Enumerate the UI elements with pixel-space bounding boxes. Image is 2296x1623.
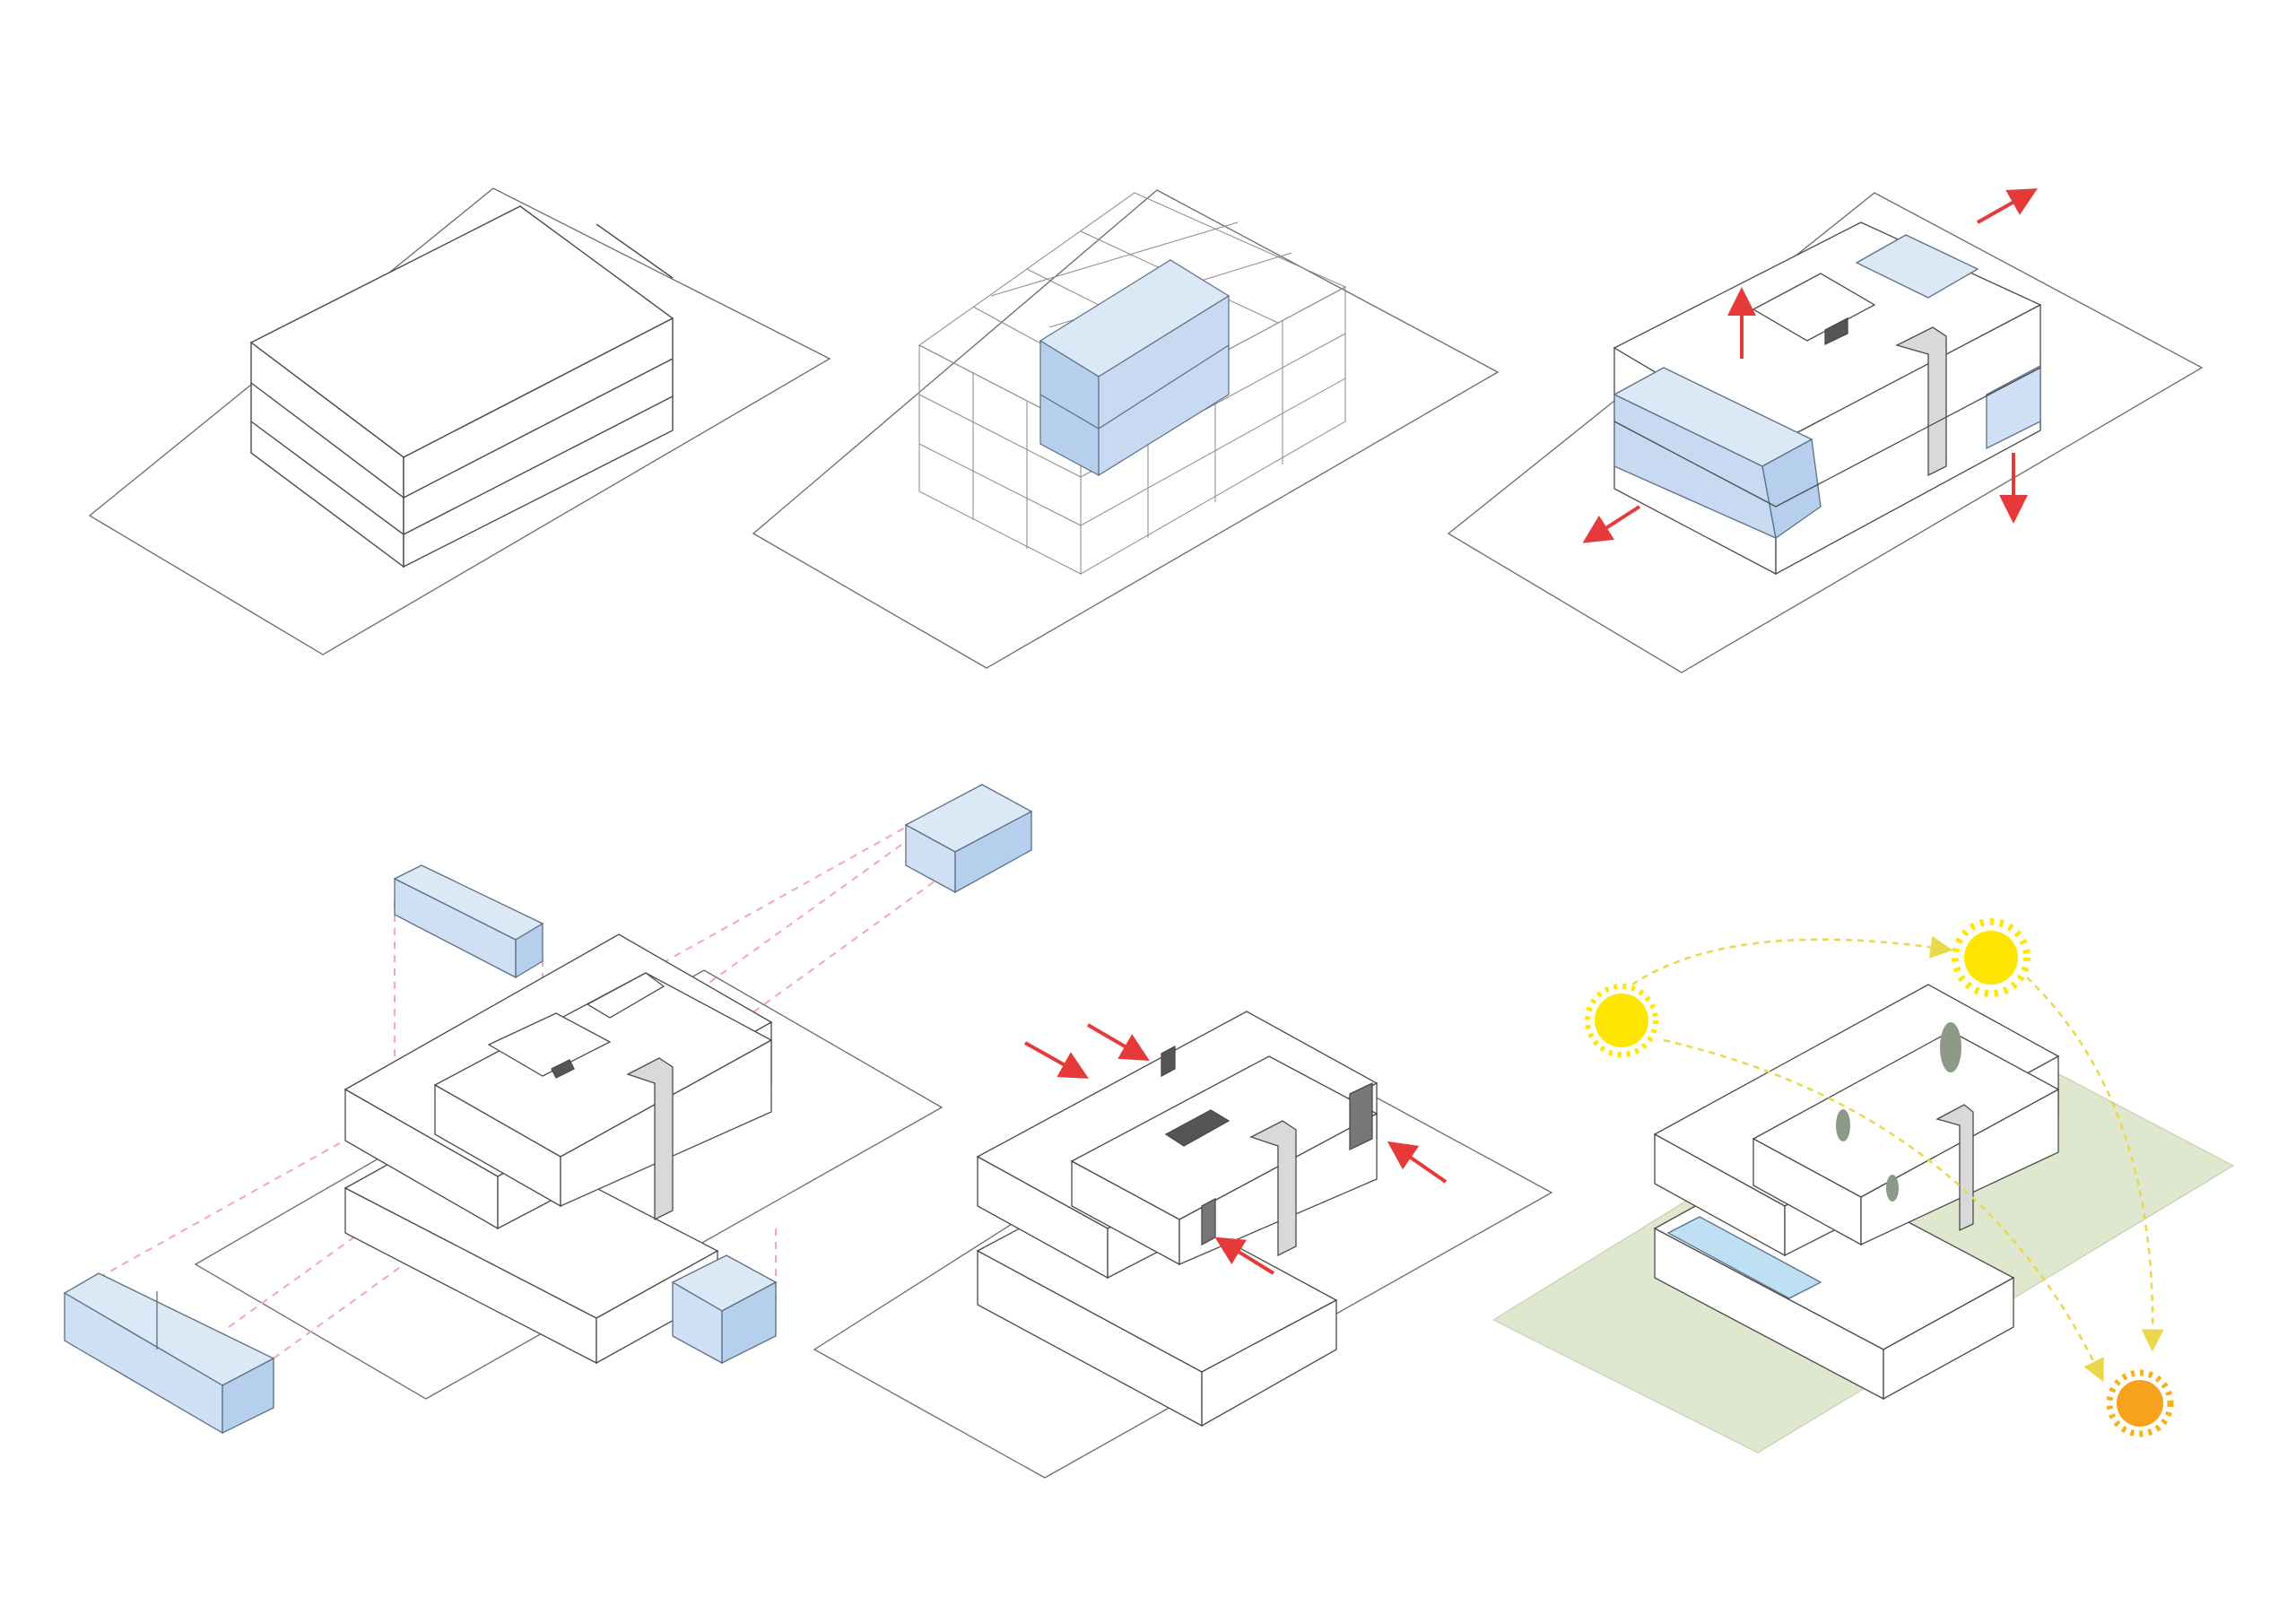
tree-icon bbox=[1886, 1175, 1899, 1202]
carved-volume bbox=[1613, 221, 2042, 576]
tree-icon bbox=[1836, 1109, 1850, 1141]
sun-icon bbox=[1952, 918, 2031, 997]
main-volume bbox=[344, 933, 773, 1365]
panel-2-grid bbox=[752, 189, 1500, 669]
arrow-icon bbox=[1582, 505, 1641, 543]
block-volume bbox=[249, 205, 674, 568]
sun-icon bbox=[1585, 984, 1658, 1057]
panel-4-exploded bbox=[63, 784, 1033, 1435]
panel-6-sunpath bbox=[1492, 918, 2235, 1454]
arrow-icon bbox=[1214, 1237, 1275, 1275]
panel-1-massing bbox=[88, 187, 831, 655]
site-plane bbox=[752, 189, 1500, 669]
push-arrows bbox=[1582, 188, 2038, 543]
tree-icon bbox=[1940, 1022, 1961, 1072]
shaft bbox=[1895, 326, 1947, 477]
arrow-icon bbox=[1086, 1023, 1150, 1062]
roof-glass bbox=[1855, 234, 1979, 299]
pool-icon bbox=[1666, 1216, 1822, 1299]
glass-boxes bbox=[63, 784, 1033, 1435]
wind-arrows bbox=[1024, 1023, 1448, 1275]
roof-courtyard bbox=[1752, 273, 1876, 342]
sun-icon bbox=[2106, 1369, 2174, 1437]
arrow-icon bbox=[1387, 1141, 1448, 1184]
trees bbox=[1836, 1022, 1961, 1202]
arrow-icon bbox=[1024, 1041, 1089, 1079]
arrow-icon bbox=[1977, 188, 2038, 224]
panel-3-carving bbox=[1447, 188, 2204, 673]
shaft bbox=[626, 1057, 674, 1221]
sun-paths bbox=[1631, 935, 2164, 1383]
glass-core bbox=[1039, 259, 1231, 477]
glass-corner bbox=[1986, 364, 2041, 450]
shaft bbox=[1249, 1120, 1297, 1257]
grid-frame bbox=[918, 192, 1347, 575]
panel-5-ventilation bbox=[813, 1011, 1553, 1479]
shaft bbox=[1935, 1104, 1974, 1232]
ventilated-volume bbox=[976, 1011, 1378, 1428]
